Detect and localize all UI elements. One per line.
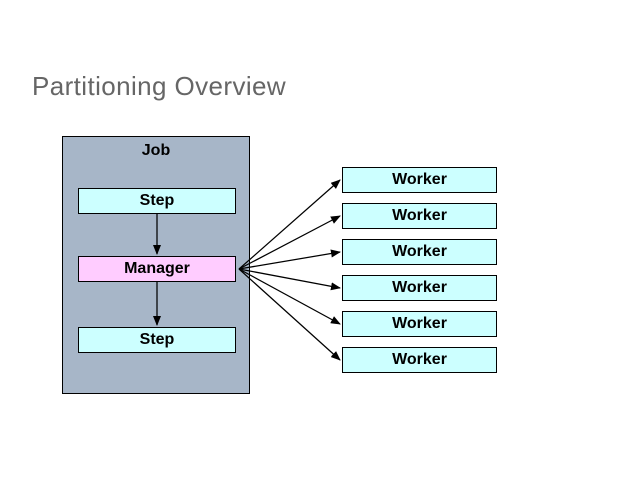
arrow-manager-to-worker-6	[238, 268, 341, 361]
job-label: Job	[141, 142, 171, 159]
arrow-manager-to-worker-5	[238, 268, 341, 325]
worker-box-5: Worker	[342, 311, 497, 337]
worker-box-6: Worker	[342, 347, 497, 373]
slide-title: Partitioning Overview	[32, 71, 287, 101]
worker-box-1: Worker	[342, 167, 497, 193]
worker-box-3: Worker	[342, 239, 497, 265]
arrow-manager-to-worker-3	[238, 249, 341, 270]
step-box-top: Step	[78, 188, 236, 214]
arrow-manager-to-worker-1	[238, 179, 341, 270]
job-container: Job Step Manager Step	[62, 136, 250, 394]
worker-box-2: Worker	[342, 203, 497, 229]
arrow-manager-to-worker-4	[238, 268, 341, 291]
step-box-bottom: Step	[78, 327, 236, 353]
worker-box-4: Worker	[342, 275, 497, 301]
arrow-manager-to-worker-2	[238, 215, 341, 270]
manager-box: Manager	[78, 256, 236, 282]
